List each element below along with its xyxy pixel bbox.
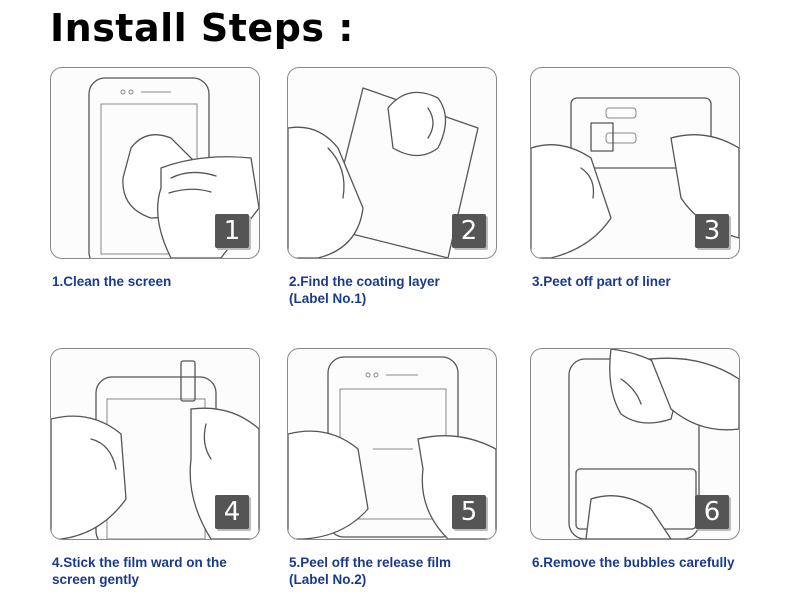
step-number-badge: 6 — [695, 495, 729, 529]
coating-layer-illustration — [288, 87, 479, 258]
step-6: 6 6.Remove the bubbles carefully — [530, 348, 740, 570]
step-3: 3 3.Peet off part of liner — [530, 67, 740, 289]
step-number-badge: 1 — [215, 214, 249, 248]
step-4: 4 4.Stick the film ward on the screen ge… — [50, 348, 260, 587]
step-caption: 1.Clean the screen — [52, 274, 172, 289]
step-number-badge: 5 — [452, 495, 486, 529]
hand-icon — [51, 415, 127, 539]
step-caption: 4.Stick the film ward on the screen gent… — [52, 555, 227, 587]
hand-icon — [531, 144, 612, 258]
step-number-badge: 3 — [695, 214, 729, 248]
page-title: Install Steps : — [50, 6, 354, 50]
hand-icon — [387, 91, 447, 157]
step-1: 1 1.Clean the screen — [50, 67, 260, 289]
hand-icon — [650, 357, 739, 431]
tab-icon — [590, 122, 614, 152]
step-caption: 3.Peet off part of liner — [532, 274, 671, 289]
step-6-illustration: 6 — [530, 348, 740, 540]
step-2-illustration: 2 — [287, 67, 497, 259]
step-caption: 2.Find the coating layer (Label No.1) — [289, 274, 440, 306]
step-2: 2 2.Find the coating layer (Label No.1) — [287, 67, 497, 306]
step-number-badge: 4 — [215, 495, 249, 529]
film-icon — [570, 97, 712, 169]
step-3-illustration: 3 — [530, 67, 740, 259]
step-caption: 6.Remove the bubbles carefully — [532, 555, 735, 570]
remove-bubbles-illustration — [568, 349, 739, 539]
step-caption: 5.Peel off the release film (Label No.2) — [289, 555, 452, 587]
film-icon — [327, 87, 479, 258]
hand-icon — [288, 430, 369, 539]
step-1-illustration: 1 — [50, 67, 260, 259]
step-5: 5 5.Peel off the release film (Label No.… — [287, 348, 497, 587]
peel-liner-illustration — [531, 97, 739, 258]
step-5-illustration: 5 — [287, 348, 497, 540]
step-number-badge: 2 — [452, 214, 486, 248]
step-4-illustration: 4 — [50, 348, 260, 540]
tab-icon — [180, 360, 196, 402]
